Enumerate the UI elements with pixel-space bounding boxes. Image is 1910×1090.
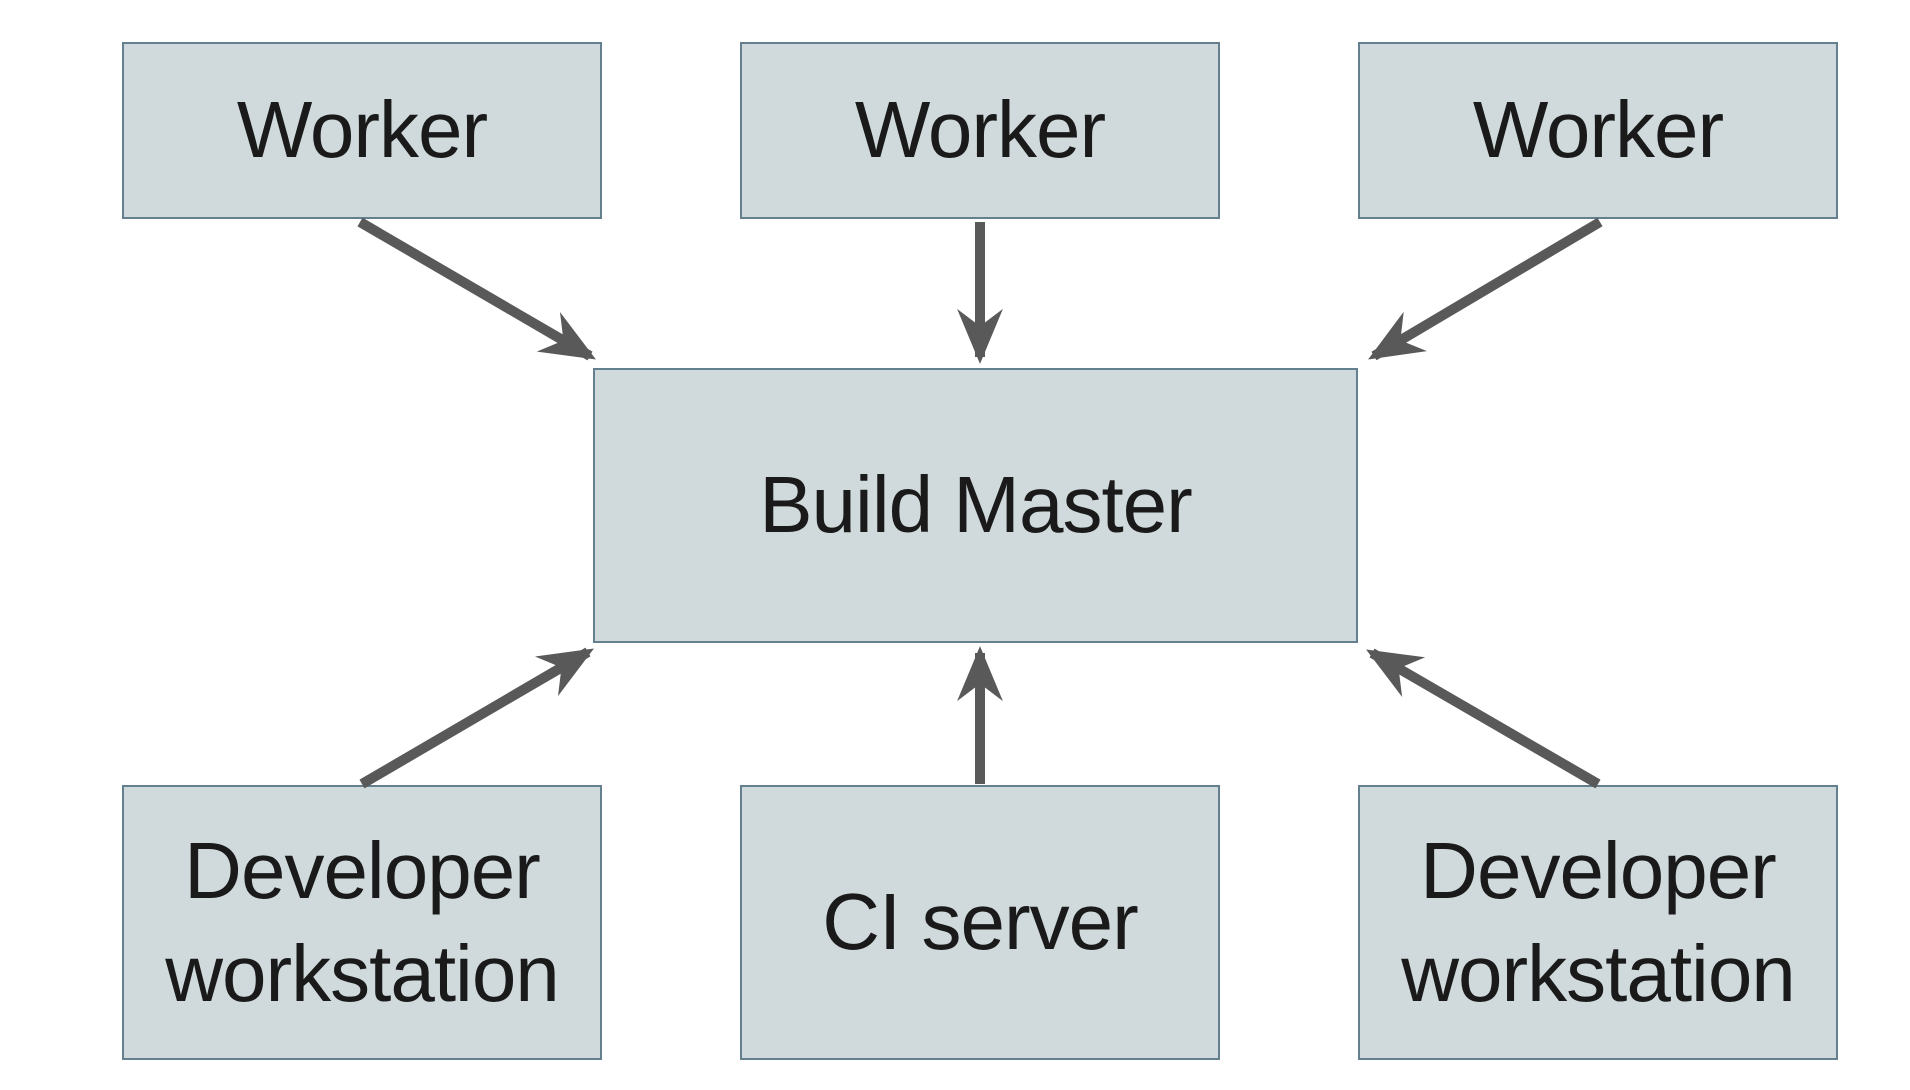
node-ci-server-label: CI server: [822, 877, 1138, 967]
node-build-master-label: Build Master: [759, 460, 1193, 550]
arrow-worker-3-to-build-master: [1368, 217, 1603, 361]
node-developer-workstation-1-label: Developer workstation: [165, 826, 560, 1018]
node-worker-3-label: Worker: [1472, 85, 1724, 175]
node-worker-1-label: Worker: [236, 85, 488, 175]
node-developer-workstation-1: Developer workstation: [122, 785, 602, 1060]
arrow-developer-workstation-1-to-build-master: [359, 647, 594, 789]
node-worker-1: Worker: [122, 42, 602, 219]
arrow-developer-workstation-2-to-build-master: [1366, 648, 1601, 789]
node-build-master: Build Master: [593, 368, 1358, 643]
node-worker-2: Worker: [740, 42, 1220, 219]
arrow-worker-1-to-build-master: [357, 217, 596, 361]
node-worker-2-label: Worker: [854, 85, 1106, 175]
node-ci-server: CI server: [740, 785, 1220, 1060]
node-developer-workstation-2: Developer workstation: [1358, 785, 1838, 1060]
node-worker-3: Worker: [1358, 42, 1838, 219]
node-developer-workstation-2-label: Developer workstation: [1401, 826, 1796, 1018]
